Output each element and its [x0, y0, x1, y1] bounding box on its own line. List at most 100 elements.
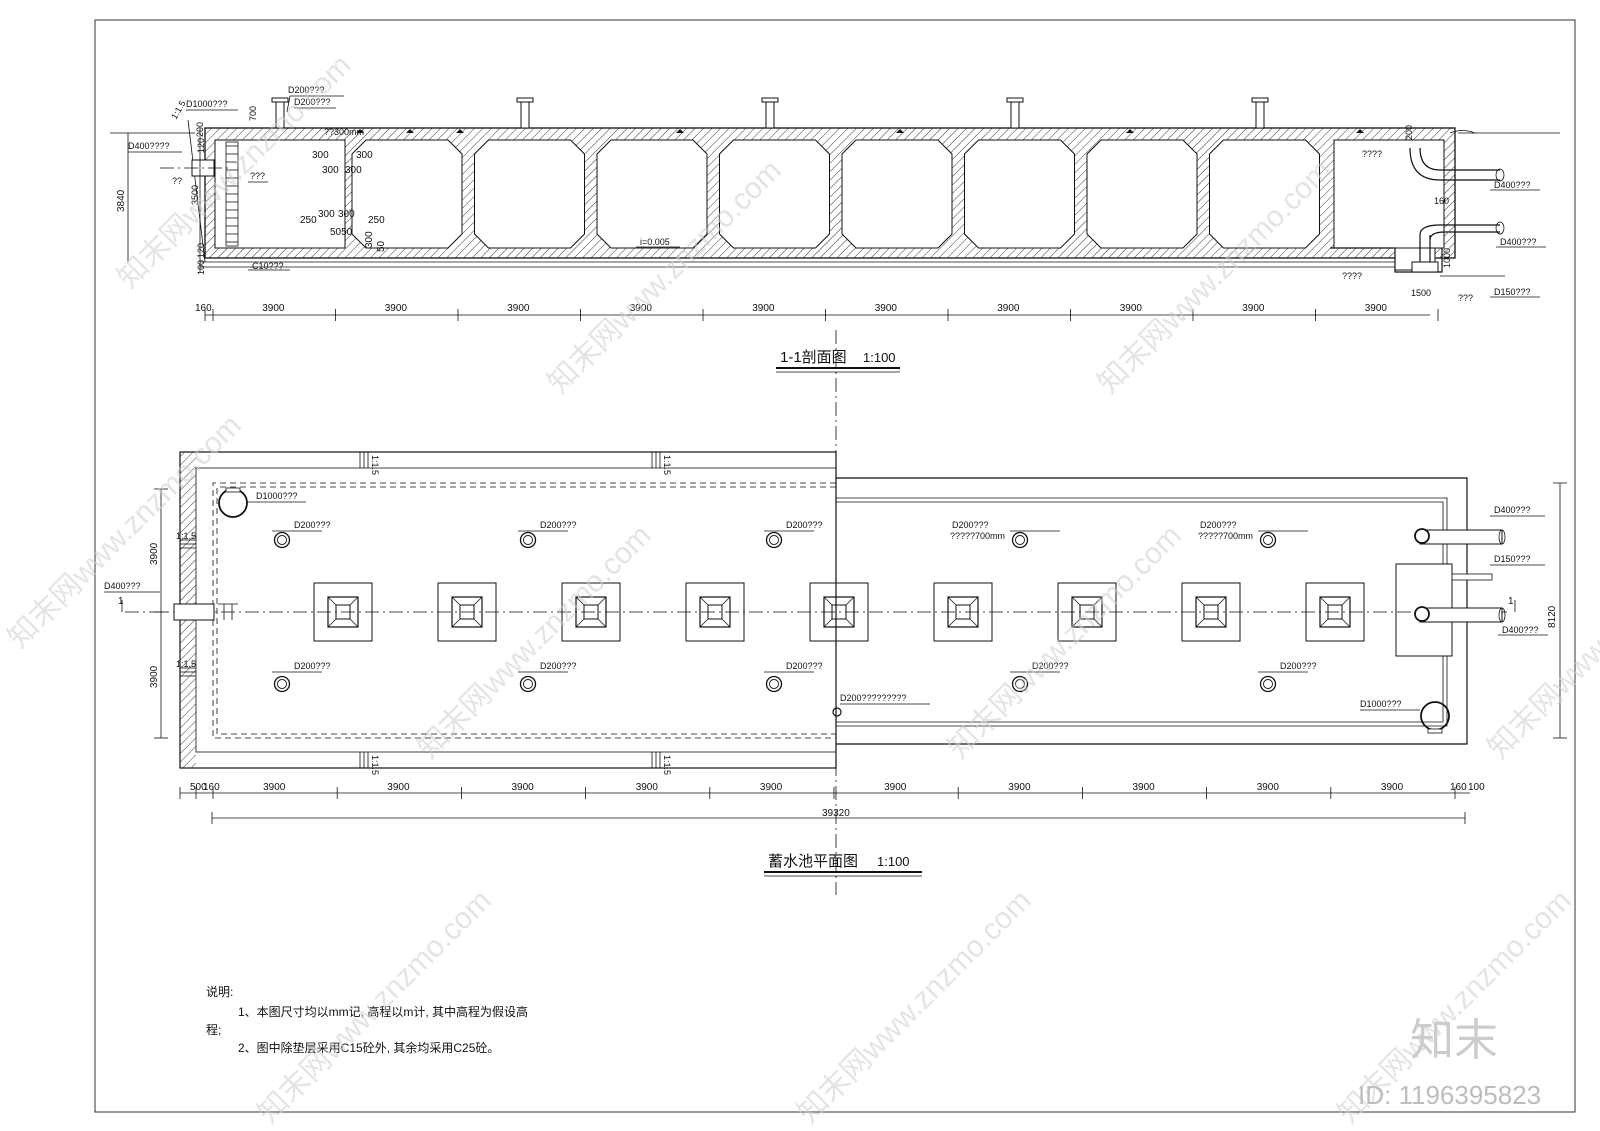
roof-marker	[456, 129, 464, 133]
plan-dim-label: 3900	[884, 782, 907, 793]
slope-label-plan-1: 1:1.5	[370, 455, 380, 475]
plan-vent-label: D200???	[1032, 661, 1069, 671]
dim-250-b: 250	[368, 215, 385, 226]
dim-3500: 3500	[190, 185, 200, 205]
label-d1000-top-left: D1000???	[256, 491, 298, 501]
dim-w300-b: 300	[356, 150, 373, 161]
plan-vent-label: D200???	[1280, 661, 1317, 671]
dim-3840: 3840	[116, 189, 127, 212]
label-d400-plan-r2: D400???	[1502, 625, 1539, 635]
plan-inlet-pipe-left	[173, 603, 238, 621]
label-dim-q3: ???	[1458, 293, 1473, 303]
section-cell	[474, 139, 585, 249]
label-cover-note: ??300mm	[324, 127, 364, 137]
outlet-pipes-right	[1409, 147, 1505, 277]
label-q3: ???	[250, 171, 265, 181]
dim-w300-f: 300	[338, 209, 355, 220]
plan-vent-top	[765, 531, 783, 549]
plan-dim-label: 3900	[1381, 782, 1404, 793]
label-slope-i: i=0.005	[640, 237, 670, 247]
label-d400-plan-r1: D400???	[1494, 505, 1531, 515]
label-right-q4b: ????	[1342, 271, 1362, 281]
label-dim-1000: 1000	[1442, 248, 1452, 268]
label-d400-left: D400????	[128, 141, 170, 151]
section-vent	[1251, 97, 1269, 129]
label-slope-section: 1:1.5	[169, 99, 188, 121]
inlet-pipe-left	[160, 159, 230, 177]
section-cell	[964, 139, 1075, 249]
plan-vent-label: D200???	[952, 520, 989, 530]
section-cell	[1209, 139, 1320, 249]
plan-vent-label: D200???	[294, 661, 331, 671]
label-d400-r2: D400???	[1500, 237, 1537, 247]
watermark-5: 知末网www.znzmo.com	[412, 519, 658, 765]
dim-120-a: 120	[196, 138, 206, 153]
sheet-border	[94, 19, 1576, 1113]
roof-marker	[1126, 129, 1134, 133]
label-dim-160: 160	[1434, 196, 1449, 206]
dim-5050: 5050	[330, 227, 353, 238]
dim-w300-a: 300	[312, 150, 329, 161]
roof-marker	[896, 129, 904, 133]
watermark-6: 知末网www.znzmo.com	[942, 519, 1188, 765]
dim-w300-c: 300	[322, 165, 339, 176]
label-d200-b: D200???	[294, 97, 331, 107]
dim-plan-total: 39320	[822, 808, 850, 819]
section-vent	[761, 97, 779, 129]
label-q2: ??	[172, 176, 182, 186]
plan-vent-label: D200???	[1200, 520, 1237, 530]
dim-300-v: 300	[364, 231, 375, 248]
section-dim-label: 3900	[262, 303, 285, 314]
plan-dim-label: 3900	[1008, 782, 1031, 793]
notes: 说明: 1、本图尺寸均以mm记, 高程以m计, 其中高程为假设高 程; 2、图中…	[206, 984, 528, 1055]
plan-dim-label: 3900	[1257, 782, 1280, 793]
plan-vent-note: ?????700mm	[950, 531, 1005, 541]
dim-plan-3900-lower: 3900	[149, 665, 160, 688]
plan-scale: 1:100	[877, 854, 910, 869]
section-scale: 1:100	[863, 350, 896, 365]
plan-dim-label: 3900	[263, 782, 286, 793]
plan-dim-left-label: 160	[203, 782, 220, 793]
roof-marker	[676, 129, 684, 133]
cut-mark-right: 1	[1508, 596, 1514, 607]
plan-dim-label: 3900	[760, 782, 783, 793]
plan-vent-label: D200???	[294, 520, 331, 530]
label-d1000-section: D1000???	[186, 99, 228, 109]
plan-view: 1:1.5 1:1.5 1:1.5 1:1.5 1:1.5 1:1.5 1 1 …	[104, 451, 1567, 877]
section-cell	[351, 139, 463, 249]
manhole-top-left	[218, 487, 248, 518]
notes-line-1b: 程;	[206, 1022, 221, 1037]
label-d400-plan-left: D400???	[104, 581, 141, 591]
slope-label-plan-6: 1:1.5	[176, 659, 196, 669]
plan-vent-top	[1259, 531, 1277, 549]
section-dim-label: 3900	[1242, 303, 1265, 314]
plan-dim-right-label: 100	[1468, 782, 1485, 793]
section-title: 1-1剖面图	[780, 349, 847, 366]
plan-dim-label: 3900	[636, 782, 659, 793]
slope-label-plan-5: 1:1.5	[176, 531, 196, 541]
label-d200-center: D200?????????	[840, 693, 907, 703]
section-dim-label: 3900	[630, 303, 653, 314]
section-vent	[516, 97, 534, 129]
section-cell	[1086, 139, 1198, 249]
notes-heading: 说明:	[206, 984, 233, 999]
plan-dim-label: 3900	[512, 782, 535, 793]
section-dim-label: 3900	[385, 303, 408, 314]
section-dim-label: 3900	[752, 303, 775, 314]
image-id: ID: 1196395823	[1358, 1080, 1541, 1110]
plan-vent-note: ?????700mm	[1198, 531, 1253, 541]
roof-marker	[1356, 129, 1364, 133]
dim-50: 50	[376, 240, 387, 252]
slope-label-plan-3: 1:1.5	[370, 755, 380, 775]
watermark-9: 知末网www.znzmo.com	[792, 884, 1038, 1130]
section-dim-label: 3900	[1365, 303, 1388, 314]
plan-outlet-pipes-right	[1414, 528, 1506, 623]
plan-dim-left-label: 500	[190, 782, 207, 793]
label-d1000-bottom-right: D1000???	[1360, 699, 1402, 709]
plan-vent-bottom	[273, 675, 291, 693]
plan-vent-bottom	[519, 675, 537, 693]
section-cell	[719, 139, 830, 249]
label-d400-r1: D400???	[1494, 180, 1531, 190]
notes-line-2: 2、图中除垫层采用C15砼外, 其余均采用C25砼。	[238, 1040, 499, 1055]
